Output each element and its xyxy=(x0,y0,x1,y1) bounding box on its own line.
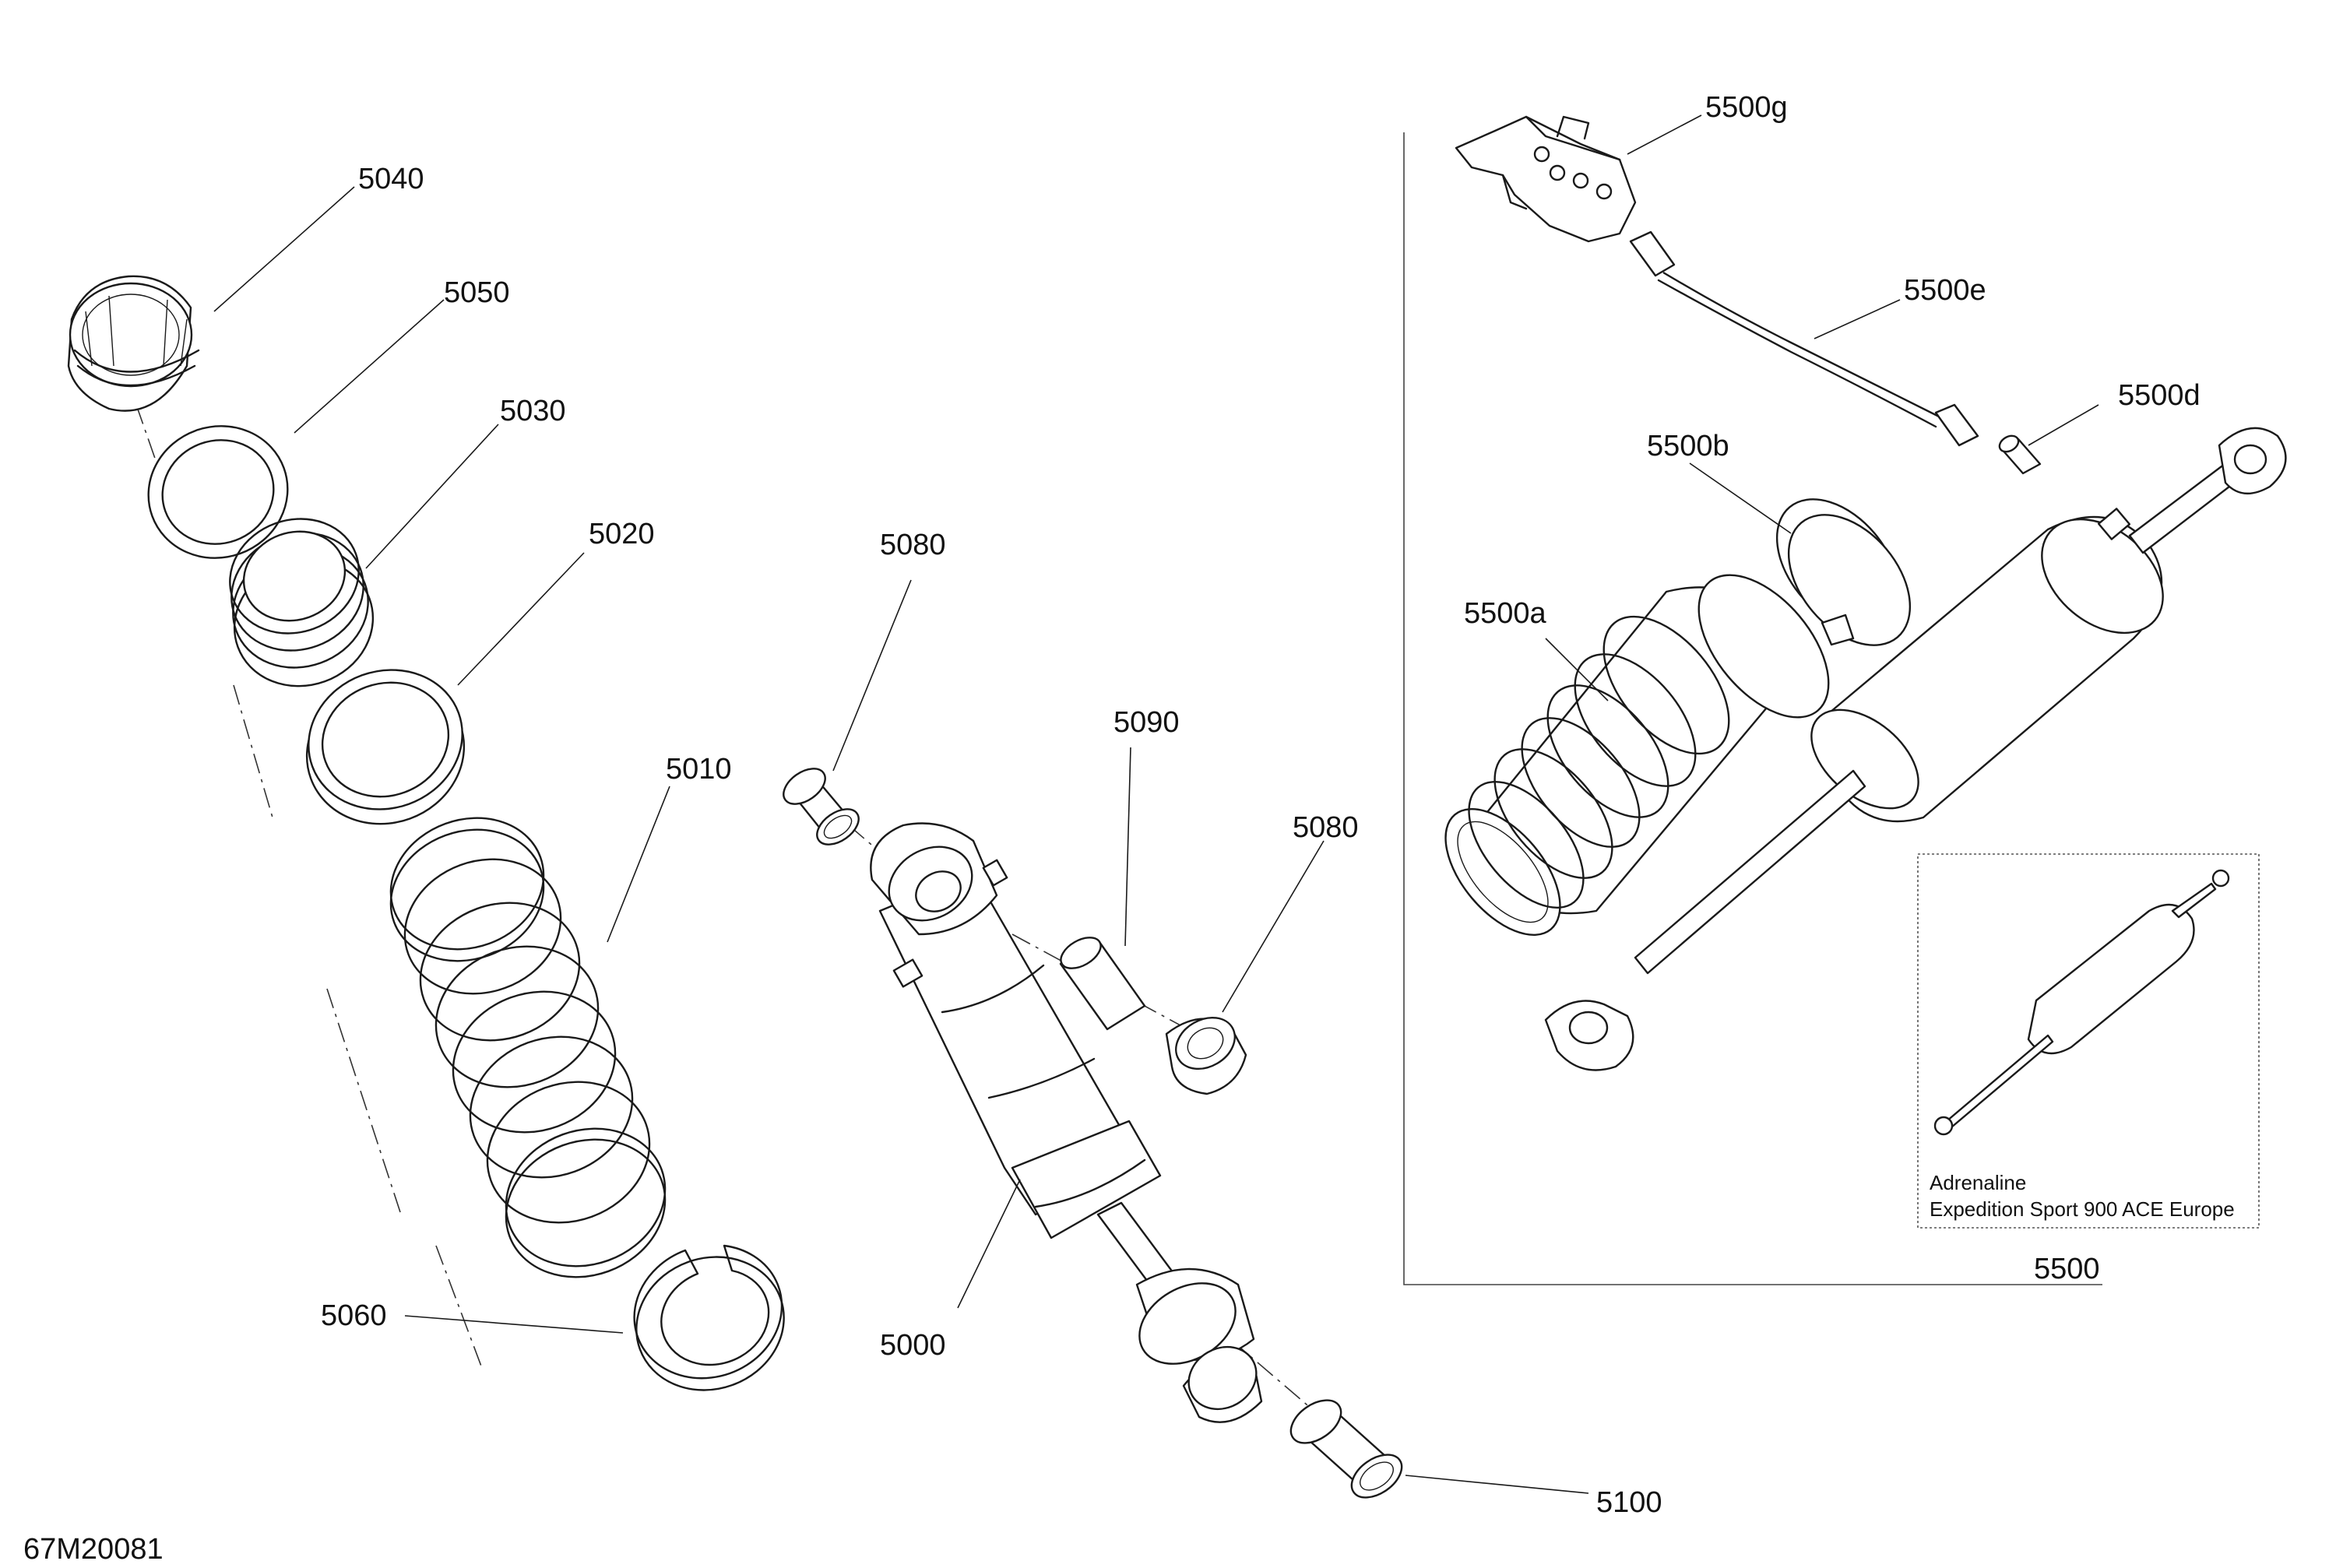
bushing-5080-right xyxy=(1165,1017,1247,1095)
inset-model-line-2: Expedition Sport 900 ACE Europe xyxy=(1930,1197,2235,1221)
washer-5050 xyxy=(147,425,289,559)
split-ring-5060 xyxy=(633,1244,785,1391)
callout-5500e: 5500e xyxy=(1904,274,1986,307)
bushing-5100 xyxy=(1289,1399,1403,1499)
callout-5080-right: 5080 xyxy=(1293,811,1359,844)
coil-spring-5010 xyxy=(389,817,667,1278)
callout-5020: 5020 xyxy=(589,518,655,550)
callout-5500d: 5500d xyxy=(2118,379,2201,412)
callout-5090: 5090 xyxy=(1113,706,1180,739)
callout-5040: 5040 xyxy=(358,163,424,195)
fitting-5500d xyxy=(1998,434,2042,475)
callout-5500g: 5500g xyxy=(1705,91,1788,124)
diagram-id: 67M20081 xyxy=(23,1533,164,1566)
callout-5030: 5030 xyxy=(500,395,566,427)
inset-model-line-1: Adrenaline xyxy=(1930,1171,2026,1194)
bracket-5500g xyxy=(1455,115,1637,243)
callout-5500: 5500 xyxy=(2034,1253,2100,1285)
spring-cap-5040 xyxy=(67,275,200,412)
shock-absorber-5000 xyxy=(870,822,1263,1423)
callout-5100: 5100 xyxy=(1596,1486,1662,1519)
leader-lines xyxy=(213,114,2099,1494)
spacer-spring-5030 xyxy=(229,518,375,687)
callout-5010: 5010 xyxy=(666,753,732,786)
callout-5500a: 5500a xyxy=(1464,597,1547,630)
callout-5080-upper: 5080 xyxy=(880,529,946,561)
callout-5500b: 5500b xyxy=(1647,430,1729,462)
ring-5020 xyxy=(305,669,466,825)
hose-5500e xyxy=(1629,230,1979,447)
callout-5060: 5060 xyxy=(321,1299,387,1332)
band-5500b xyxy=(1775,498,1912,646)
callout-5050: 5050 xyxy=(444,276,510,309)
sleeve-5090 xyxy=(1059,937,1146,1031)
bushing-5080-upper xyxy=(783,768,860,846)
kit-frame-5500 xyxy=(1403,132,2102,1285)
callout-5000: 5000 xyxy=(880,1329,946,1362)
bellows-boot-5500a xyxy=(1444,574,1830,936)
inset-box xyxy=(1917,853,2260,1229)
reservoir-shock-5500 xyxy=(1544,427,2287,1071)
